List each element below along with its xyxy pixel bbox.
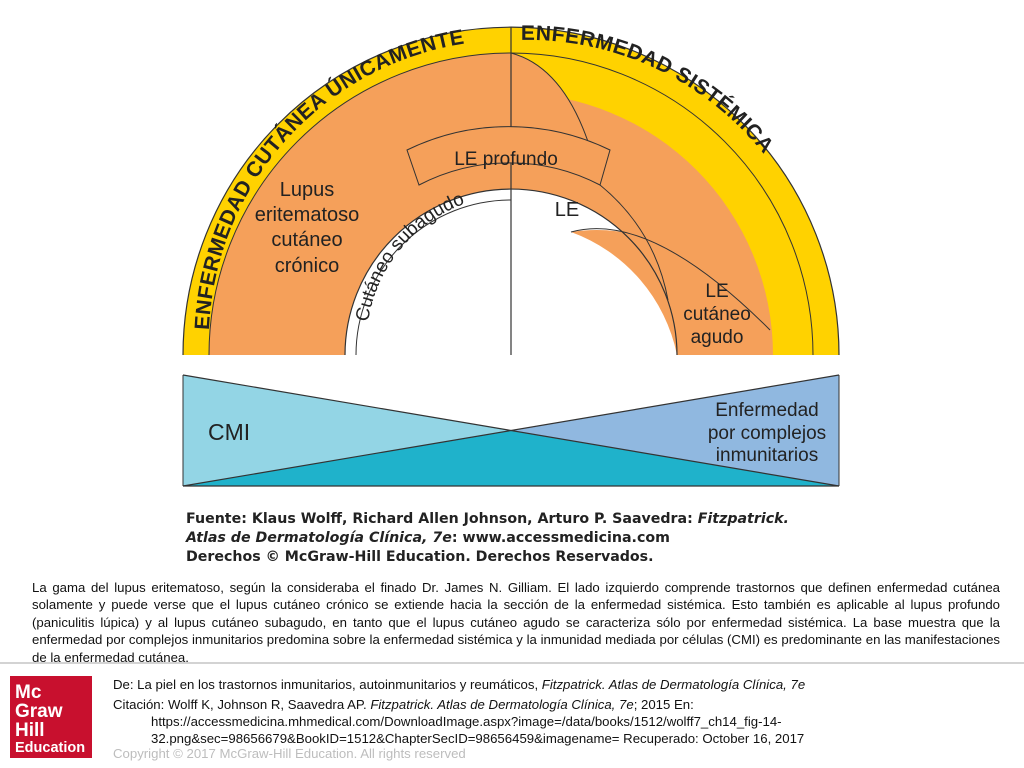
mcgraw-hill-logo: Mc Graw Hill Education: [10, 676, 92, 758]
svg-text:Lupus: Lupus: [280, 179, 335, 201]
source-block: Fuente: Klaus Wolff, Richard Allen Johns…: [185, 511, 789, 565]
svg-text:Derechos © McGraw-Hill Educati: Derechos © McGraw-Hill Education. Derech…: [186, 549, 654, 565]
profundo-label: LE profundo: [454, 149, 558, 170]
source-line: De: La piel en los trastornos inmunitari…: [113, 677, 806, 692]
svg-text:eritematoso: eritematoso: [255, 204, 360, 226]
cmi-light: [183, 375, 511, 486]
svg-text:Enfermedad: Enfermedad: [715, 400, 819, 421]
copyright-notice: Copyright © 2017 McGraw-Hill Education. …: [113, 746, 466, 761]
svg-text:por complejos: por complejos: [708, 423, 826, 444]
svg-text:agudo: agudo: [691, 327, 744, 348]
le-label: LE: [555, 199, 579, 221]
acute-label: LE cutáneo agudo: [683, 281, 751, 348]
svg-text:LE: LE: [705, 281, 728, 302]
download-url-cont: 32.png&sec=98656679&BookID=1512&ChapterS…: [151, 731, 805, 746]
complex-label: Enfermedad por complejos inmunitarios: [708, 400, 826, 466]
svg-text:cutáneo: cutáneo: [271, 229, 342, 251]
svg-text:inmunitarios: inmunitarios: [716, 445, 818, 466]
acute-region: [571, 229, 773, 355]
cmi-label: CMI: [208, 419, 250, 445]
profundo-band: [406, 126, 611, 186]
citation-line: Citación: Wolff K, Johnson R, Saavedra A…: [113, 697, 694, 712]
svg-text:cutáneo: cutáneo: [683, 304, 751, 325]
svg-text:Fuente: Klaus Wolff, Richard A: Fuente: Klaus Wolff, Richard Allen Johns…: [186, 511, 789, 527]
divider: [0, 662, 1024, 664]
complex-triangle: [511, 375, 839, 486]
svg-text:Atlas de Dermatología Clínica,: Atlas de Dermatología Clínica, 7e: www.a…: [185, 530, 670, 546]
svg-text:crónico: crónico: [275, 255, 339, 277]
download-url[interactable]: https://accessmedicina.mhmedical.com/Dow…: [151, 714, 782, 729]
cutaneous-only-region: [209, 53, 511, 355]
citation-block: De: La piel en los trastornos inmunitari…: [113, 676, 1013, 747]
chronic-label: Lupus eritematoso cutáneo crónico: [255, 179, 360, 277]
lupus-spectrum-diagram: LE profundo ENFERMEDAD CUTÁNEA ÚNICAMENT…: [182, 22, 840, 565]
figure-caption: La gama del lupus eritematoso, según la …: [32, 580, 1000, 665]
